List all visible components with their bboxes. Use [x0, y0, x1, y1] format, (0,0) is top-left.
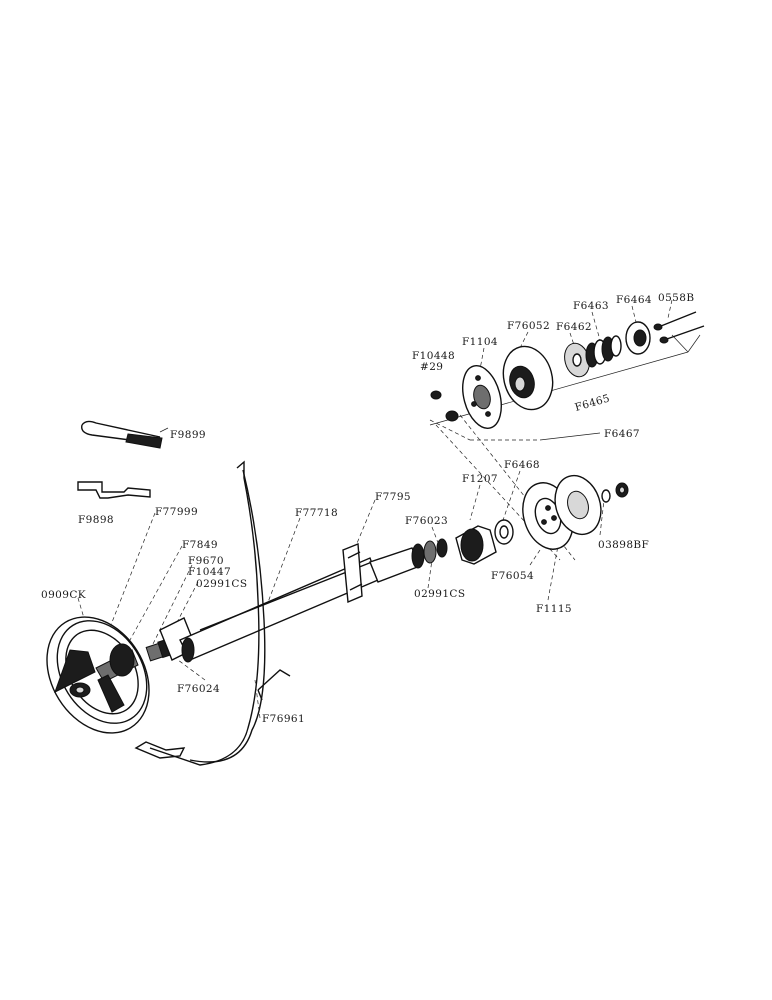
label-02991cs-left: 02991CS — [196, 578, 247, 590]
part-03898bf-washer-nut — [601, 482, 629, 503]
label-f77999: F77999 — [155, 506, 198, 518]
part-f76052-sheave — [502, 345, 554, 411]
label-f10447: F10447 — [188, 566, 231, 578]
label-f9898: F9898 — [78, 514, 114, 526]
label-f7849: F7849 — [182, 539, 218, 551]
part-f7795-bracket — [342, 542, 363, 604]
label-0558b: 0558B — [658, 292, 694, 304]
label-f6468: F6468 — [504, 459, 540, 471]
part-f6468-washer — [494, 519, 514, 545]
label-f6465: F6465 — [574, 392, 612, 413]
label-f10448: F10448 — [412, 350, 455, 362]
part-f1115-sheave — [554, 474, 602, 536]
part-f9898-bracket — [77, 481, 151, 499]
part-0558b-bolts — [653, 311, 705, 344]
part-f76961-guard-rod — [134, 460, 291, 766]
part-f6463-springs — [585, 335, 622, 368]
label-0909ck: 0909CK — [41, 589, 86, 601]
part-f10448-screws — [430, 390, 459, 422]
part-f6464-cap — [625, 321, 651, 355]
label-f77718: F77718 — [295, 507, 338, 519]
part-f9899-bracket — [81, 420, 163, 449]
label-f76054: F76054 — [491, 570, 534, 582]
part-f76023-bearings — [369, 538, 448, 583]
label-f9670: F9670 — [188, 555, 224, 567]
label-f6467: F6467 — [604, 428, 640, 440]
label-f76024: F76024 — [177, 683, 220, 695]
label-f1104: F1104 — [462, 336, 498, 348]
label-f76052: F76052 — [507, 320, 550, 332]
label-f1207: F1207 — [462, 473, 498, 485]
label-f6463: F6463 — [573, 300, 609, 312]
part-f6462-disc — [564, 342, 590, 378]
part-f1104-flange — [462, 365, 502, 429]
part-f1207-nut — [455, 525, 497, 565]
label-f76023: F76023 — [405, 515, 448, 527]
label-f6462: F6462 — [556, 321, 592, 333]
label-f76961: F76961 — [262, 713, 305, 725]
label-29: #29 — [420, 361, 443, 373]
label-03898bf: 03898BF — [598, 539, 649, 551]
part-0909ck-pulley — [46, 616, 150, 734]
label-f6464: F6464 — [616, 294, 652, 306]
label-f7795: F7795 — [375, 491, 411, 503]
part-labels: 0909CK F77999 F7849 F9670 F10447 02991CS… — [41, 292, 694, 725]
label-f1115: F1115 — [536, 603, 572, 615]
label-02991cs-right: 02991CS — [414, 588, 465, 600]
label-f9899: F9899 — [170, 429, 206, 441]
